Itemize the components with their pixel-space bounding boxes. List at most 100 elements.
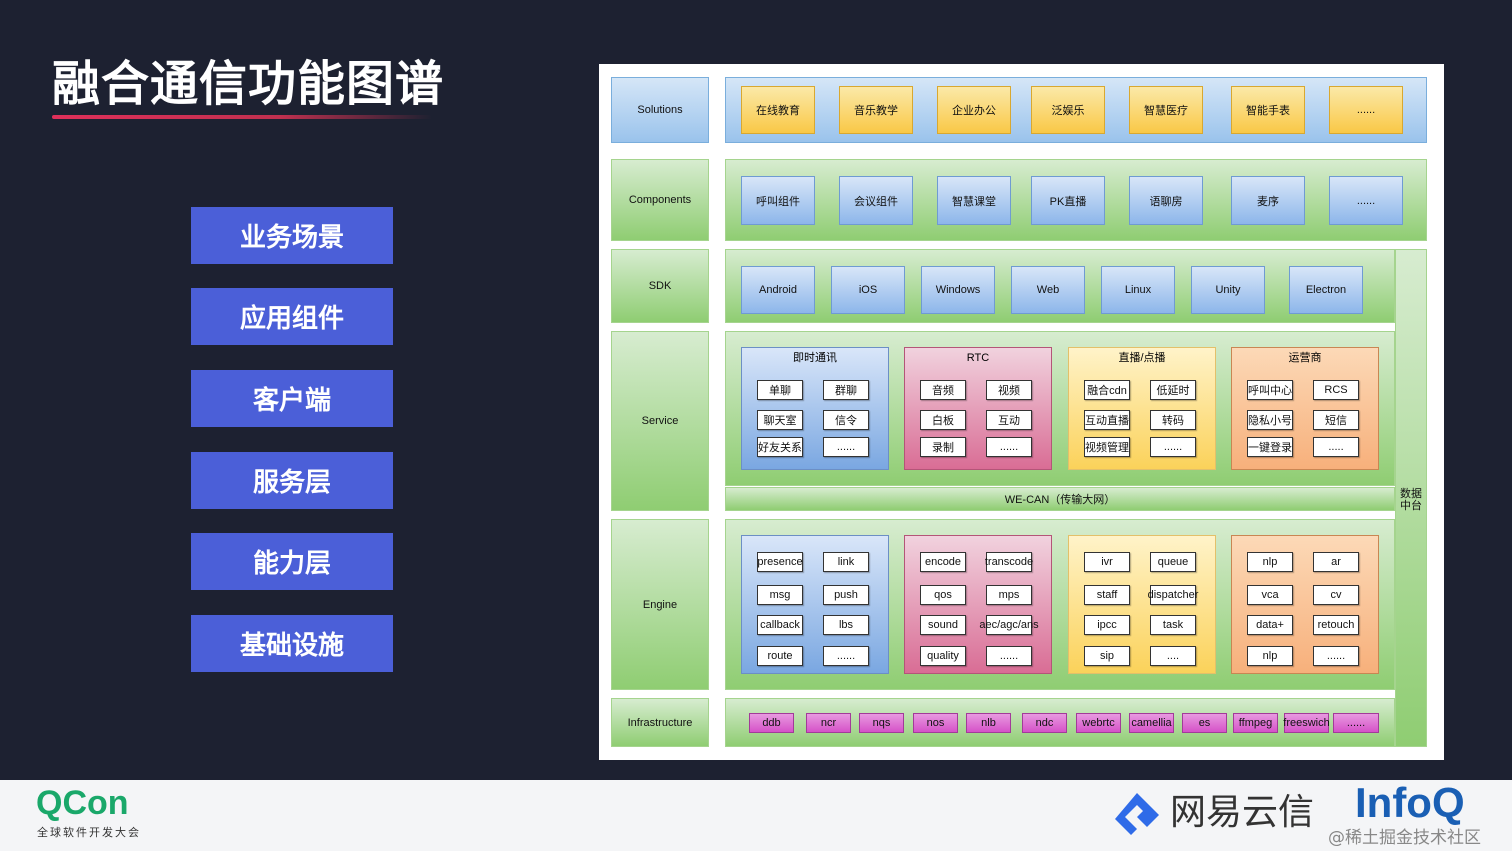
watermark: @稀土掘金技术社区 bbox=[1328, 828, 1481, 848]
engine-item[interactable]: sound bbox=[920, 615, 966, 635]
nav-button-3[interactable]: 服务层 bbox=[191, 452, 393, 509]
engine-item[interactable]: ...... bbox=[986, 646, 1032, 666]
component-item[interactable]: PK直播 bbox=[1031, 176, 1105, 225]
infrastructure-item[interactable]: nqs bbox=[859, 713, 904, 733]
engine-item[interactable]: aec/agc/ans bbox=[979, 615, 1039, 635]
sdk-item[interactable]: Android bbox=[741, 266, 815, 314]
engine-item[interactable]: ...... bbox=[1313, 646, 1359, 666]
engine-item[interactable]: ar bbox=[1313, 552, 1359, 572]
service-item[interactable]: 群聊 bbox=[823, 380, 869, 400]
engine-item[interactable]: nlp bbox=[1247, 646, 1293, 666]
service-item[interactable]: 互动 bbox=[986, 410, 1032, 430]
engine-item[interactable]: route bbox=[757, 646, 803, 666]
engine-item[interactable]: retouch bbox=[1313, 615, 1359, 635]
solution-item[interactable]: 智慧医疗 bbox=[1129, 86, 1203, 134]
sdk-item[interactable]: Electron bbox=[1289, 266, 1363, 314]
engine-item[interactable]: ivr bbox=[1084, 552, 1130, 572]
component-item[interactable]: 智慧课堂 bbox=[937, 176, 1011, 225]
infrastructure-item[interactable]: freeswich bbox=[1283, 713, 1330, 733]
infrastructure-item[interactable]: nlb bbox=[966, 713, 1011, 733]
infrastructure-item[interactable]: ddb bbox=[749, 713, 794, 733]
engine-item[interactable]: mps bbox=[986, 585, 1032, 605]
service-item[interactable]: 短信 bbox=[1313, 410, 1359, 430]
service-item[interactable]: 呼叫中心 bbox=[1247, 380, 1293, 400]
service-item[interactable]: 音频 bbox=[920, 380, 966, 400]
engine-item[interactable]: cv bbox=[1313, 585, 1359, 605]
infrastructure-item[interactable]: ncr bbox=[806, 713, 851, 733]
service-item[interactable]: ...... bbox=[823, 437, 869, 457]
engine-item[interactable]: lbs bbox=[823, 615, 869, 635]
service-item[interactable]: 视频管理 bbox=[1084, 437, 1130, 457]
service-item[interactable]: 隐私小号 bbox=[1247, 410, 1293, 430]
engine-item[interactable]: data+ bbox=[1247, 615, 1293, 635]
solution-item[interactable]: 智能手表 bbox=[1231, 86, 1305, 134]
nav-button-1[interactable]: 应用组件 bbox=[191, 288, 393, 345]
sdk-item[interactable]: Web bbox=[1011, 266, 1085, 314]
service-item[interactable]: 转码 bbox=[1150, 410, 1196, 430]
sdk-item[interactable]: Windows bbox=[921, 266, 995, 314]
nav-button-0[interactable]: 业务场景 bbox=[191, 207, 393, 264]
service-item[interactable]: ...... bbox=[986, 437, 1032, 457]
engine-item[interactable]: link bbox=[823, 552, 869, 572]
engine-item[interactable]: dispatcher bbox=[1148, 585, 1198, 605]
service-item[interactable]: 低延时 bbox=[1150, 380, 1196, 400]
infrastructure-item[interactable]: ffmpeg bbox=[1233, 713, 1278, 733]
nav-button-2[interactable]: 客户端 bbox=[191, 370, 393, 427]
component-item[interactable]: 语聊房 bbox=[1129, 176, 1203, 225]
engine-item[interactable]: task bbox=[1150, 615, 1196, 635]
engine-item[interactable]: quality bbox=[920, 646, 966, 666]
engine-item[interactable]: staff bbox=[1084, 585, 1130, 605]
engine-item[interactable]: ...... bbox=[823, 646, 869, 666]
row-label-solutions: Solutions bbox=[611, 77, 709, 143]
engine-item[interactable]: qos bbox=[920, 585, 966, 605]
service-item[interactable]: 白板 bbox=[920, 410, 966, 430]
service-item[interactable]: RCS bbox=[1313, 380, 1359, 400]
solution-item[interactable]: 音乐教学 bbox=[839, 86, 913, 134]
component-item[interactable]: ...... bbox=[1329, 176, 1403, 225]
nav-button-5[interactable]: 基础设施 bbox=[191, 615, 393, 672]
service-item[interactable]: 一键登录 bbox=[1247, 437, 1293, 457]
sdk-item[interactable]: Unity bbox=[1191, 266, 1265, 314]
engine-item[interactable]: sip bbox=[1084, 646, 1130, 666]
solution-item[interactable]: ...... bbox=[1329, 86, 1403, 134]
engine-item[interactable]: .... bbox=[1150, 646, 1196, 666]
sdk-item[interactable]: iOS bbox=[831, 266, 905, 314]
service-item[interactable]: 信令 bbox=[823, 410, 869, 430]
service-item[interactable]: 视频 bbox=[986, 380, 1032, 400]
engine-item[interactable]: queue bbox=[1150, 552, 1196, 572]
service-item[interactable]: ...... bbox=[1150, 437, 1196, 457]
infrastructure-item[interactable]: webrtc bbox=[1076, 713, 1121, 733]
solution-item[interactable]: 企业办公 bbox=[937, 86, 1011, 134]
solution-item[interactable]: 泛娱乐 bbox=[1031, 86, 1105, 134]
service-item[interactable]: 互动直播 bbox=[1084, 410, 1130, 430]
engine-item[interactable]: msg bbox=[757, 585, 803, 605]
component-item[interactable]: 会议组件 bbox=[839, 176, 913, 225]
engine-item[interactable]: ipcc bbox=[1084, 615, 1130, 635]
infrastructure-item[interactable]: camellia bbox=[1129, 713, 1174, 733]
infrastructure-item[interactable]: es bbox=[1182, 713, 1227, 733]
engine-item[interactable]: push bbox=[823, 585, 869, 605]
service-item[interactable]: 好友关系 bbox=[757, 437, 803, 457]
engine-item[interactable]: encode bbox=[920, 552, 966, 572]
engine-item[interactable]: vca bbox=[1247, 585, 1293, 605]
service-item[interactable]: 融合cdn bbox=[1084, 380, 1130, 400]
service-item[interactable]: ..... bbox=[1313, 437, 1359, 457]
infrastructure-item[interactable]: nos bbox=[913, 713, 958, 733]
infrastructure-item[interactable]: ...... bbox=[1333, 713, 1379, 733]
solution-item[interactable]: 在线教育 bbox=[741, 86, 815, 134]
infrastructure-item[interactable]: ndc bbox=[1022, 713, 1067, 733]
service-item[interactable]: 录制 bbox=[920, 437, 966, 457]
service-item[interactable]: 单聊 bbox=[757, 380, 803, 400]
service-group-title: 运营商 bbox=[1288, 352, 1322, 364]
netease-logo-icon bbox=[1115, 793, 1159, 835]
nav-button-4[interactable]: 能力层 bbox=[191, 533, 393, 590]
component-item[interactable]: 呼叫组件 bbox=[741, 176, 815, 225]
engine-item[interactable]: nlp bbox=[1247, 552, 1293, 572]
sdk-item[interactable]: Linux bbox=[1101, 266, 1175, 314]
engine-item[interactable]: presence bbox=[757, 552, 803, 572]
engine-item[interactable]: transcode bbox=[985, 552, 1033, 572]
engine-item[interactable]: callback bbox=[757, 615, 803, 635]
service-item[interactable]: 聊天室 bbox=[757, 410, 803, 430]
component-item[interactable]: 麦序 bbox=[1231, 176, 1305, 225]
